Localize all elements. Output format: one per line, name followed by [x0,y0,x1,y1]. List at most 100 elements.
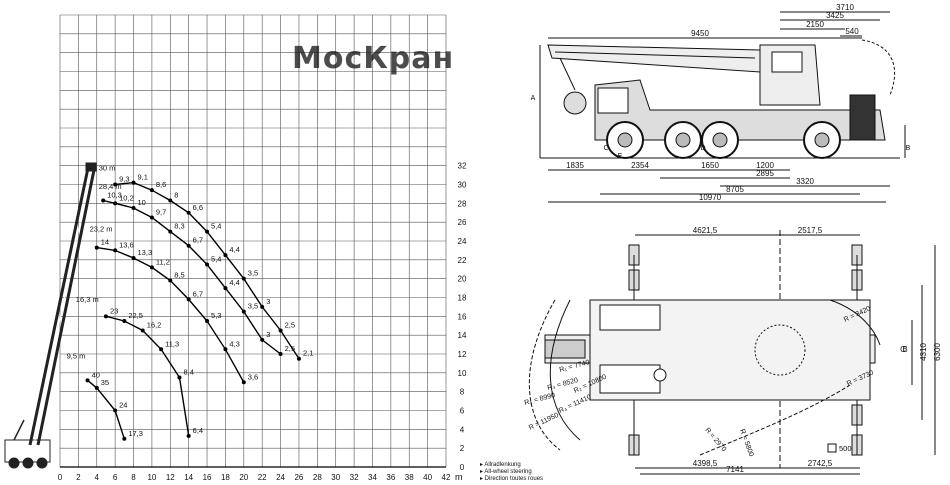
y-tick-label: 16 [458,312,467,321]
outrigger-pad-label: 500 [839,444,852,453]
curve-point [186,297,191,302]
x-axis-unit: m [455,472,463,482]
x-tick-label: 12 [166,473,175,482]
y-tick-label: 30 [458,181,467,190]
curve-point [260,304,265,309]
capacity-label: 9,7 [156,207,166,216]
side-dimension-label: 1650 [701,161,719,170]
x-tick-label: 40 [423,473,432,482]
top-dimension-label: 7141 [726,465,744,474]
x-tick-label: 14 [184,473,193,482]
x-tick-label: 4 [95,473,100,482]
curve-point [205,262,210,267]
capacity-label: 13,6 [119,240,134,249]
curve-point [122,319,127,324]
x-tick-label: 18 [221,473,230,482]
x-tick-label: 30 [331,473,340,482]
moskran-logo: МосКран [292,41,453,76]
steering-legend: ▸ Allradlenkung▸ All-wheel steering▸ Dir… [480,462,543,482]
capacity-label: 8,6 [156,180,166,189]
x-tick-label: 8 [131,473,136,482]
load-curves [85,180,301,441]
capacity-label: 6,4 [193,426,203,435]
curve-point [241,380,246,385]
capacity-label: 10,3 [107,191,122,200]
x-tick-label: 2 [76,473,81,482]
boom-length-label: 30 m [99,163,116,172]
curve-point [168,229,173,234]
x-tick-label: 32 [350,473,359,482]
capacity-label: 24 [119,401,127,410]
radius-label: R = 2970 [703,427,727,453]
curve-point [149,188,154,193]
curve-point [101,198,106,203]
capacity-label: 8 [174,191,178,200]
side-dimension-label: 1835 [566,161,584,170]
side-dimension-label: 2150 [806,20,824,29]
capacity-label: 6,6 [193,203,203,212]
legend-line: ▸ Direction toutes roues [480,476,543,482]
curve-point [85,378,90,383]
x-tick-label: 22 [258,473,267,482]
y-tick-label: 10 [458,369,467,378]
y-tick-label: 0 [460,463,465,472]
x-tick-label: 0 [58,473,63,482]
x-tick-label: 42 [442,473,451,482]
top-dimension-label: 4398,5 [693,459,718,468]
y-tick-label: 24 [458,237,467,246]
y-tick-label: 6 [460,407,465,416]
side-dimension-label: 9450 [691,29,709,38]
curve-point [168,278,173,283]
capacity-label: 5,4 [211,222,221,231]
side-view-drawing [539,11,906,203]
x-tick-label: 6 [113,473,118,482]
capacity-label: 10 [138,198,146,207]
boom-length-label: 9,5 m [67,352,86,361]
capacity-label: 40 [92,370,100,379]
curve-point [149,215,154,220]
capacity-label: 3,5 [248,269,258,278]
capacity-label: 35 [101,378,109,387]
curve-point [177,375,182,380]
capacity-label: 3 [266,297,270,306]
capacity-label: 6,7 [193,236,203,245]
capacity-label: 8,5 [174,271,184,280]
capacity-label: 8,4 [183,368,193,377]
load-chart-grid [59,14,447,468]
capacity-label: 11,2 [156,257,170,266]
y-tick-label: 4 [460,425,465,434]
capacity-label: 8,3 [174,222,184,231]
x-tick-label: 34 [368,473,377,482]
capacity-label: 14 [101,238,109,247]
capacity-label: 11,3 [165,339,179,348]
top-dimension-label: 6300 [933,343,942,361]
curve-point [260,337,265,342]
radius-label: R₅ = 8990 [524,392,556,407]
curve-point [140,328,145,333]
y-tick-label: 32 [458,162,467,171]
curve-point [168,198,173,203]
curve-point [131,206,136,211]
capacity-label: 4,3 [229,339,239,348]
side-dimension-letter: E [618,153,623,160]
curve-point [103,314,108,319]
curve-point [223,347,228,352]
side-dimension-label: 1200 [756,161,774,170]
capacity-label: 3,6 [248,372,258,381]
boom-length-labels: 30 m28,4 m23,2 m16,3 m9,5 m [67,163,122,360]
side-dimension-letter: A [531,95,536,102]
curve-point [278,328,283,333]
x-tick-label: 10 [147,473,156,482]
y-tick-label: 20 [458,275,467,284]
y-tick-label: 14 [458,331,467,340]
side-dimension-label: 3710 [836,3,854,12]
curve-point [113,408,118,413]
boom-length-label: 16,3 m [76,295,99,304]
curve-point [241,309,246,314]
curve-point [241,276,246,281]
